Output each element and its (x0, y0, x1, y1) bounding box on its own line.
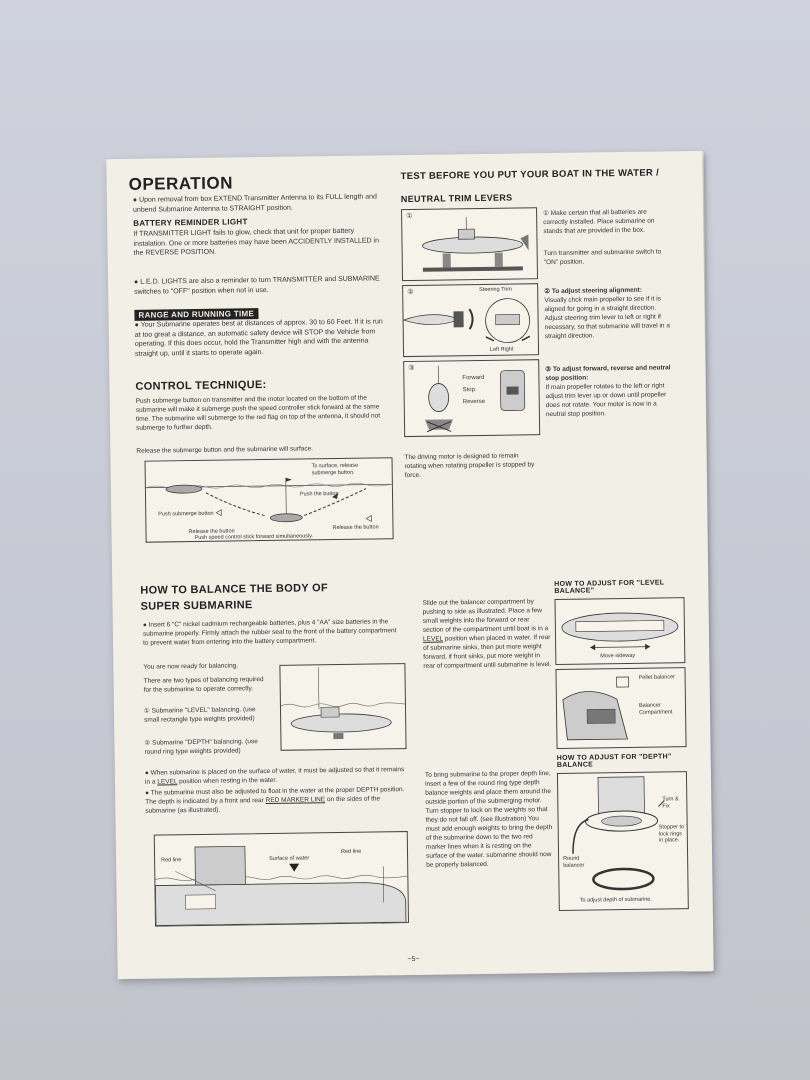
led-text: ● L.E.D. LIGHTS are also a reminder to t… (133, 275, 380, 296)
balance-title-2: SUPER SUBMARINE (140, 599, 253, 613)
depth-red: RED MARKER LINE (265, 796, 326, 805)
redline-figure: Red line Surface of water Red line (153, 831, 409, 927)
surface-post: position when resting in the water. (177, 776, 278, 786)
level-balance-figure: Move sideway (554, 597, 686, 665)
step1-text: ① Make certain that all batteries are co… (543, 208, 655, 236)
manual-page: OPERATION ● Upon removal from box EXTEND… (106, 150, 714, 980)
pellet-illustration (562, 676, 630, 741)
battery-text: If TRANSMITTER LIGHT fails to glow, chec… (133, 227, 380, 257)
range-text: ● Your Submarine operates best at distan… (134, 318, 383, 358)
level-balance-illustration (561, 612, 679, 651)
step3-heading: ③ To adjust forward, reverse and neutral… (545, 364, 671, 383)
left-right-label: Left Right (489, 346, 514, 353)
trim-figure-3: ③ Forward Stop Reverse (403, 359, 541, 438)
fig-push-speed: Push speed control stick forward simulta… (194, 533, 314, 542)
control-illustration (145, 477, 392, 523)
neutral-title: NEUTRAL TRIM LEVERS (400, 192, 513, 205)
round-balancer-label: Round balancer (563, 855, 585, 869)
balance-para: ● Insert 6 "C" nickel cadmium rechargeab… (142, 618, 397, 647)
depth-position-text: ● The submarine must also be adjusted to… (145, 785, 407, 816)
control-title: CONTROL TECHNIQUE: (135, 378, 267, 393)
depth-balance-illustration (572, 776, 665, 891)
steering-trim-illustration (402, 298, 531, 344)
depth-balance-figure: Turn & Fix Stopper to lock rings in plac… (556, 771, 689, 911)
surface-of-water-label: Surface of water (269, 855, 310, 862)
pellet-figure: Pellet balancer Balancer Compartment (555, 667, 687, 749)
slide-text: Slide out the balancer compartment by pu… (422, 597, 551, 671)
depth-balance-title: HOW TO ADJUST FOR "DEPTH" BALANCE (556, 753, 672, 769)
fig2-number: ② (407, 288, 414, 297)
step2-text: Visually chck main propeller to see if i… (544, 295, 670, 341)
slide-post: position when placed in water. If rear o… (423, 634, 552, 670)
balance-depth: ② Submarine "DEPTH" balancing. (use roun… (144, 738, 258, 756)
turn-fix-label: Turn & Fix (662, 796, 679, 809)
fig-to-surface: To surface, release submerge button. (311, 462, 359, 476)
steering-trim-label: Steering Trim (479, 286, 512, 294)
red-line-label-2: Red line (340, 848, 362, 855)
motor-note: The driving motor is designed to remain … (404, 452, 535, 480)
reverse-label: Reverse (462, 398, 486, 406)
fig3-number: ③ (408, 364, 415, 373)
fig1-number: ① (406, 212, 413, 221)
trim-figure-2: ② Steering Trim Left Right (402, 283, 540, 358)
surface-level: LEVEL (157, 778, 178, 786)
balance-level: ① Submarine "LEVEL" balancing. (use smal… (143, 706, 256, 724)
balance-title-1: HOW TO BALANCE THE BODY OF (140, 582, 329, 597)
battery-heading: BATTERY REMINDER LIGHT (133, 217, 248, 228)
step3-text: If main propeller rotates to the left or… (545, 382, 667, 419)
stopper-label: Stopper to lock rings in place. (658, 824, 685, 844)
control-release: Release the submerge button and the subm… (136, 445, 314, 455)
sub-on-stand-illustration (422, 217, 529, 272)
level-balance-title: HOW TO ADJUST FOR "LEVEL BALANCE" (554, 579, 665, 595)
operation-title: OPERATION (128, 173, 234, 194)
forward-label: Forward (462, 374, 485, 382)
fig-push-button: Push the button (299, 490, 339, 498)
balance-types: There are two types of balancing require… (143, 676, 264, 694)
balancer-compartment-label: Balancer Compartment (638, 702, 673, 716)
control-figure: To surface, release submerge button. Pus… (144, 457, 394, 543)
slide-level: LEVEL (422, 635, 444, 643)
redline-illustration (155, 845, 408, 926)
adjust-depth-label: To adjust depth of submarine. (579, 896, 652, 904)
fig-push-submerge: Push submerge button (158, 510, 214, 518)
page-number: −5− (407, 955, 420, 964)
control-text: Push submerge button on transmitter and … (135, 394, 381, 432)
forward-stop-illustration (424, 365, 526, 433)
pellet-label: Pellet balancer (638, 674, 676, 681)
balance-figure (279, 663, 407, 751)
fig-release-2: Release the button (332, 524, 379, 532)
slide-pre: Slide out the balancer compartment by pu… (422, 598, 549, 634)
operation-para: ● Upon removal from box EXTEND Transmitt… (132, 193, 377, 214)
sub-in-water-illustration (280, 667, 405, 740)
surface-level-text: ● When submarine is placed on the surfac… (145, 765, 407, 787)
depth-steps-text: To bring submarine to the proper depth l… (424, 770, 553, 869)
test-title: TEST BEFORE YOU PUT YOUR BOAT IN THE WAT… (400, 167, 660, 183)
move-sideway-label: Move sideway (600, 652, 636, 660)
red-line-label-1: Red line (161, 857, 182, 864)
trim-figure-1: ① (401, 207, 539, 282)
stop-label: Stop (462, 387, 475, 394)
step1b-text: Turn transmitter and submarine switch to… (543, 248, 662, 267)
